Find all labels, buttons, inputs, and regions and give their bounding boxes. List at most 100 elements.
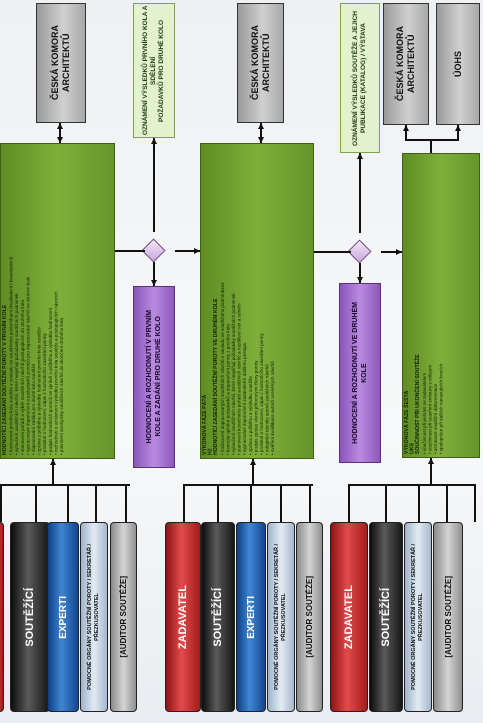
announce-round-2-box: OZNÁMENÍ VÝSLEDKŮ SOUTĚŽE A JEJICH PUBLI… [340,3,380,153]
actor-pomocne-organy: POMOCNÉ ORGÁNY SOUTĚŽNÍ POROTY / SEKRETÁ… [80,522,108,712]
actor-pomocne-organy: POMOCNÉ ORGÁNY SOUTĚŽNÍ POROTY / SEKRETÁ… [267,522,295,712]
connector [59,123,61,143]
actor-label: [AUDITOR SOUTĚŽE] [305,576,314,658]
decision-round-2-label: HODNOCENÍ A ROZHODNUTÍ VE DRUHÉM KOLE [352,302,368,444]
connector [359,263,361,283]
connector [0,484,130,486]
actor-label: POMOCNÉ ORGÁNY SOUTĚŽNÍ POROTY / SEKRETÁ… [87,544,100,690]
connector [153,262,155,286]
connector-arrow [403,125,409,131]
connector-arrow [396,249,402,255]
evaluation-round-1-box: HODNOTÍCÍ ZASEDÁNÍ SOUTĚŽNÍ POROTY V PRV… [0,143,115,459]
connector [0,484,2,522]
completion-text: VÝKONOVÁ FÁZE ŠESTÁ UKS SOUČINNOST PŘI U… [403,154,479,457]
evaluation-round-2-item: • ověření kvalifikace autorů oceněných n… [270,361,276,455]
ck-architects-label-2: ČESKÁ KOMORA ARCHITEKTŮ [249,25,271,101]
connector [314,251,351,253]
connector [35,484,37,522]
connector [67,484,69,522]
actor-soutezici: SOUTĚŽÍCÍ [10,522,50,712]
decision-round-1-box: HODNOCENÍ A ROZHODNUTÍ V PRVNÍM KOLE A Z… [133,286,175,468]
connector-arrow [57,137,63,143]
connector [280,484,282,522]
actor-auditor: [AUDITOR SOUTĚŽE] [110,522,137,712]
connector [405,125,407,141]
actor-label: [AUDITOR SOUTĚŽE] [119,576,128,658]
connector-arrow [357,153,363,159]
connector [95,484,97,522]
connector [418,484,420,522]
actor-label: [AUDITOR SOUTĚŽE] [443,576,453,658]
actor-zadavatel: ZADAVATEL [0,522,4,712]
completion-box: VÝKONOVÁ FÁZE ŠESTÁ UKS SOUČINNOST PŘI U… [402,153,480,458]
actor-label: SOUTĚŽÍCÍ [380,587,392,647]
evaluation-round-1-item: • potvrzení anonymity soutěžních návrhů … [58,318,64,455]
uohs-box: ÚOHS [436,3,480,125]
actor-soutezici: SOUTĚŽÍCÍ [201,522,235,712]
completion-item: • spolupráce při dalších navazujících kr… [438,363,444,454]
actor-label: POMOCNÉ ORGÁNY SOUTĚŽNÍ POROTY / SEKRETÁ… [411,544,424,690]
ck-architects-label-1: ČESKÁ KOMORA ARCHITEKTŮ [50,25,71,101]
actor-label: ZADAVATEL [177,584,189,650]
connector [125,484,127,522]
actor-label: SOUTĚŽÍCÍ [24,587,36,647]
connector-arrow [50,459,56,465]
actor-auditor: [AUDITOR SOUTĚŽE] [296,522,323,712]
connector [115,250,145,252]
connector-arrow [250,459,256,465]
connector [381,251,402,253]
connector-arrow [194,248,200,254]
ck-architects-box-1: ČESKÁ KOMORA ARCHITEKTŮ [36,3,86,123]
uohs-label: ÚOHS [452,50,463,77]
actor-label: ZADAVATEL [0,585,1,649]
connector [430,458,432,484]
decision-round-2-box: HODNOCENÍ A ROZHODNUTÍ VE DRUHÉM KOLE [339,283,381,463]
connector-arrow [258,137,264,143]
connector [217,484,219,522]
connector [153,138,155,232]
connector-arrow [357,277,363,283]
connector [430,141,432,153]
connector [457,125,459,141]
connector-arrow [151,138,157,144]
connector [183,484,185,522]
connector [260,123,262,143]
actor-label: EXPERTI [57,595,69,639]
ck-architects-label-3: ČESKÁ KOMORA ARCHITEKTŮ [395,26,416,102]
decision-diamond-2 [347,239,372,264]
evaluation-round-2-box: VÝKONOVÁ FÁZE PÁTÁ H2 HODNOTÍCÍ ZASEDÁNÍ… [200,143,314,459]
connector [309,484,311,522]
actor-zadavatel: ZADAVATEL [165,522,201,712]
actor-label: POMOCNÉ ORGÁNY SOUTĚŽNÍ POROTY / SEKRETÁ… [274,544,287,690]
ck-architects-box-3: ČESKÁ KOMORA ARCHITEKTŮ [383,3,429,125]
connector [446,484,448,522]
connector [405,139,459,141]
connector [250,484,252,522]
connector-arrow [455,125,461,131]
connector [385,484,387,522]
announce-round-1-box: OZNÁMENÍ VÝSLEDKŮ PRVNÍHO KOLA A SDĚLENÍ… [133,3,175,138]
evaluation-round-2-text: VÝKONOVÁ FÁZE PÁTÁ H2 HODNOTÍCÍ ZASEDÁNÍ… [201,144,313,458]
decision-diamond-1 [141,238,166,263]
actor-experti: EXPERTI [236,522,266,712]
connector-arrow [151,280,157,286]
connector-arrow [57,123,63,129]
connector [348,484,476,486]
connector [252,459,254,484]
connector [175,250,200,252]
connector [183,484,313,486]
connector-arrow [428,458,434,464]
actor-soutezici: SOUTĚŽÍCÍ [369,522,403,712]
decision-round-1-label: HODNOCENÍ A ROZHODNUTÍ V PRVNÍM KOLE A Z… [146,310,162,444]
evaluation-round-1-text: HODNOTÍCÍ ZASEDÁNÍ SOUTĚŽNÍ POROTY V PRV… [1,144,114,458]
actor-zadavatel: ZADAVATEL [330,522,368,712]
actor-experti: EXPERTI [47,522,79,712]
connector-arrow [258,123,264,129]
actor-label: ZADAVATEL [343,584,355,650]
actor-pomocne-organy: POMOCNÉ ORGÁNY SOUTĚŽNÍ POROTY / SEKRETÁ… [404,522,432,712]
actor-label: EXPERTI [245,595,257,639]
connector [348,484,350,522]
connector [474,484,476,522]
actor-auditor: [AUDITOR SOUTĚŽE] [433,522,463,712]
